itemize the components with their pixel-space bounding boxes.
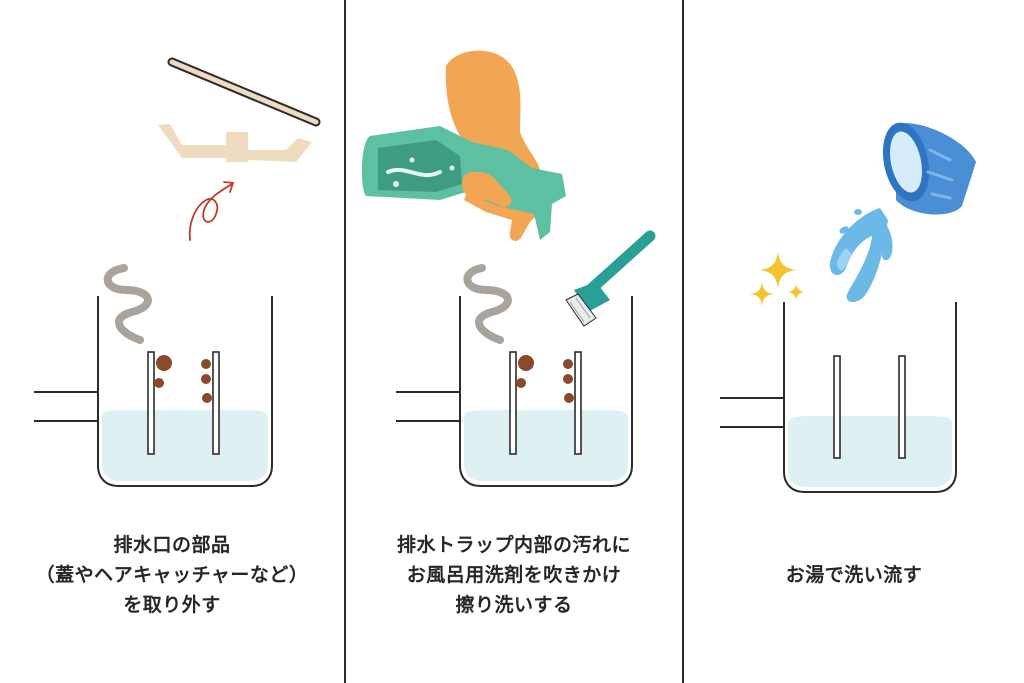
step-3-panel: お湯で洗い流す xyxy=(684,0,1024,683)
step-1-panel: 排水口の部品 （蓋やヘアキャッチャーなど） を取り外す xyxy=(0,0,344,683)
step-3-caption: お湯で洗い流す xyxy=(684,560,1024,590)
step-2-caption: 排水トラップ内部の汚れに お風呂用洗剤を吹きかけ 擦り洗いする xyxy=(346,530,682,620)
drain-trap-icon xyxy=(396,296,633,487)
stick-icon xyxy=(167,57,321,127)
step-3-illustration xyxy=(720,122,976,493)
red-arrow-icon xyxy=(188,181,235,241)
panel-divider xyxy=(682,0,684,683)
drain-cover-icon xyxy=(158,124,312,162)
drain-trap-icon xyxy=(720,302,957,493)
panel-divider xyxy=(344,0,346,683)
step-1-caption: 排水口の部品 （蓋やヘアキャッチャーなど） を取り外す xyxy=(0,530,344,620)
water-splash-icon xyxy=(829,208,893,303)
hand-fingers-icon xyxy=(462,171,512,208)
step-1-illustration xyxy=(34,57,321,487)
dirt-icon xyxy=(154,355,212,403)
odor-icon xyxy=(463,264,512,344)
caption-line: 擦り洗いする xyxy=(455,594,573,616)
odor-icon xyxy=(103,264,152,344)
step-2-illustration xyxy=(361,50,656,487)
sparkle-icon xyxy=(750,252,804,306)
brush-icon xyxy=(565,230,656,327)
caption-line: お湯で洗い流す xyxy=(785,564,923,586)
caption-line: （蓋やヘアキャッチャーなど） xyxy=(35,564,309,586)
step-2-panel: 排水トラップ内部の汚れに お風呂用洗剤を吹きかけ 擦り洗いする xyxy=(346,0,682,683)
caption-line: 排水口の部品 xyxy=(113,534,231,556)
dirt-icon xyxy=(516,355,574,403)
drain-trap-icon xyxy=(34,296,273,487)
bucket-icon xyxy=(882,122,976,215)
caption-line: お風呂用洗剤を吹きかけ xyxy=(406,564,622,586)
caption-line: 排水トラップ内部の汚れに xyxy=(396,534,631,556)
caption-line: を取り外す xyxy=(123,594,221,616)
